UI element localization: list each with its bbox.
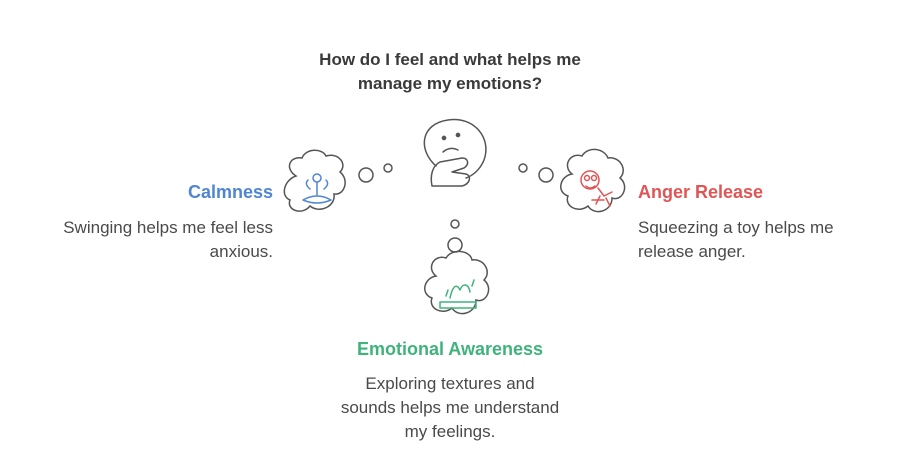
thinking-face-icon [423, 118, 487, 187]
title-line-1: How do I feel and what helps me [319, 50, 581, 69]
texture-touch-icon [439, 279, 477, 309]
anger-release-heading: Anger Release [638, 182, 764, 202]
calmness-heading: Calmness [187, 182, 273, 202]
anger-thought-bubble [518, 148, 626, 213]
anger-desc-line-1: Squeezing a toy helps me [638, 218, 834, 237]
awareness-thought-bubble [424, 219, 490, 315]
diagram-title: How do I feel and what helps me manage m… [250, 48, 650, 96]
anger-desc-line-2: release anger. [638, 242, 746, 261]
calmness-desc-line-1: Swinging helps me feel less [63, 218, 273, 237]
title-line-2: manage my emotions? [357, 74, 543, 93]
awareness-desc-line-2: sounds helps me understand [340, 398, 560, 417]
emotional-awareness-description: Exploring textures and sounds helps me u… [250, 372, 650, 444]
squeezed-toy-icon [580, 170, 613, 207]
meditating-person-icon [302, 173, 332, 204]
awareness-desc-line-1: Exploring textures and [365, 374, 535, 393]
anger-release-description: Squeezing a toy helps me release anger. [638, 216, 834, 264]
calmness-thought-bubble [283, 149, 393, 212]
calmness-desc-line-2: anxious. [209, 242, 273, 261]
awareness-desc-line-3: my feelings. [404, 422, 496, 441]
emotional-awareness-heading: Emotional Awareness [356, 339, 544, 359]
calmness-description: Swinging helps me feel less anxious. [63, 216, 273, 264]
